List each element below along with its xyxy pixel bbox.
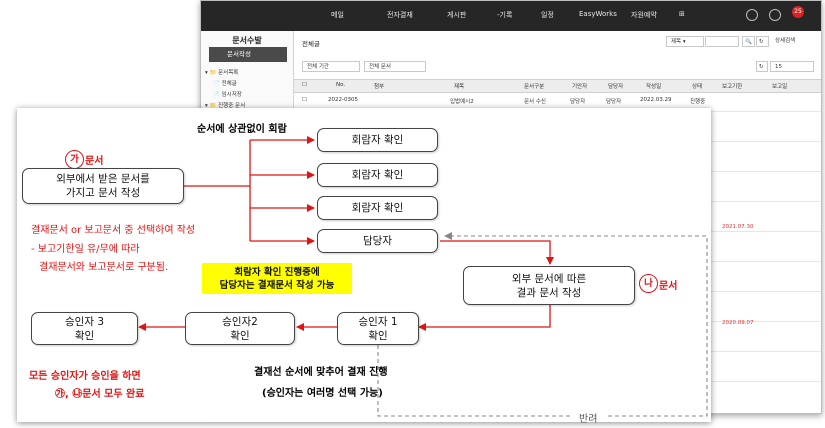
refresh-list-icon[interactable]: ↻ [756,61,768,72]
note-line2: - 보고기한일 유/무에 따라 [31,244,140,255]
circulation-title: 순서에 상관없이 회람 [197,124,287,135]
col-doc-type[interactable]: 문서구분 [524,84,545,90]
reject-label: 반려 [579,414,598,425]
diagram-connectors [138,136,708,422]
reviewer-label: 회람자 확인 [351,169,404,181]
highlight-line1: 회람자 확인 진행중에 [234,266,320,278]
row-doc-type: 문서 수신 [524,99,546,105]
row-checkbox[interactable]: ☐ [302,97,307,103]
notification-badge[interactable]: 25 [792,6,804,18]
manager-label: 담당자 [363,235,392,247]
tree-item-doclist[interactable]: ▾ 📁 문서목록 [205,70,239,76]
reject-return-line [377,232,708,417]
approver-3-title: 승인자 3 [65,315,104,328]
doc-type-filter[interactable]: 전체 문서 [364,61,426,72]
apps-grid-icon[interactable]: ⊞ [679,10,685,18]
arrow [440,240,554,265]
search-input[interactable] [705,36,739,47]
refresh-icon[interactable]: ↻ [756,36,769,47]
detail-search-link[interactable]: 상세검색 [771,36,815,47]
approver-2-title: 승인자2 [222,315,258,328]
user-icon[interactable] [746,9,758,21]
col-manager[interactable]: 담당자 [608,84,624,90]
completion-note-line2: ㉮, ㉯문서 모두 완료 [55,389,145,400]
doc-b-circle: 나 [639,274,658,293]
source-document-box: 외부에서 받은 문서를 가지고 문서 작성 [22,168,184,204]
doc-b-label: 문서 [659,281,678,292]
nav-calendar[interactable]: 일정 [541,11,554,19]
approver-1-title: 승인자 1 [358,315,398,328]
nav-easyworks[interactable]: EasyWorks [579,10,617,18]
approval-order-note: 결재선 순서에 맞추어 결재 진행 [254,367,388,378]
row-drafter: 담당자 [570,99,586,105]
search-icon[interactable]: 🔍 [742,36,755,47]
col-attach[interactable]: 첨부 [374,84,385,90]
manager-box: 담당자 [317,229,438,253]
reviewer-box-3: 회람자 확인 [317,196,438,220]
list-title: 전체글 [302,40,320,48]
compose-document-button[interactable]: 문서작성 [209,47,287,62]
approver-2-sub: 확인 [230,329,250,342]
row-manager: 담당자 [606,99,622,105]
reviewer-label: 회람자 확인 [351,134,404,146]
nav-resource[interactable]: 자원예약 [631,11,657,19]
workflow-diagram: 순서에 상관없이 회람 가 문서 외부에서 받은 문서를 가지고 문서 작성 결… [17,108,711,425]
tree-item-all[interactable]: 📄 전체글 [213,81,237,87]
nav-board[interactable]: 게시판 [447,11,467,19]
table-header: ☐ No. 첨부 제목 문서구분 기안자 담당자 작성일 상태 보고기한 보고일 [294,79,821,93]
select-all-checkbox[interactable]: ☐ [302,82,307,88]
sidebar-title: 문서수발 [232,36,262,45]
col-no[interactable]: No. [336,82,346,88]
result-box-line1: 외부 문서에 따른 [511,272,587,285]
col-subject[interactable]: 제목 [454,84,465,90]
tree-item-in-progress[interactable]: ▾ 📁 진행중 문서 [205,103,246,109]
reviewer-box-1: 회람자 확인 [317,128,438,152]
row-subject[interactable]: 입법예시2 [450,99,474,105]
source-box-line2: 가지고 문서 작성 [65,187,141,199]
result-box-line2: 결과 문서 작성 [516,286,582,299]
reject-label-bg [571,408,607,422]
row-status: 진행중 [690,99,706,105]
nav-approval[interactable]: 전자결재 [387,11,413,19]
col-deadline[interactable]: 보고기한 [722,84,743,90]
note-line3: 결재문서와 보고문서로 구분됨. [39,262,169,273]
nav-record[interactable]: -기록 [497,11,513,19]
col-status[interactable]: 상태 [692,84,703,90]
search-type-select[interactable]: 제목 ▾ [666,36,704,47]
reviewer-label: 회람자 확인 [351,202,404,214]
page-size-select[interactable]: 15 [770,61,814,72]
deadline-date: 2020.09.07 [722,320,754,326]
result-document-box: 외부 문서에 따른 결과 문서 작성 [463,266,635,305]
doc-a-label: 문서 [85,156,104,167]
period-filter[interactable]: 전체 기간 [302,61,360,72]
approval-multi-note: (승인자는 여러명 선택 가능) [262,388,383,399]
completion-note-line1: 모든 승인자가 승인을 하면 [29,371,141,382]
row-date: 2022.03.29 [640,97,672,103]
approver-1-sub: 확인 [368,329,388,342]
col-drafter[interactable]: 기안자 [572,84,588,90]
arrow [418,305,551,331]
row-no: 2022-0305 [328,97,358,103]
highlight-line2: 담당자는 결재문서 작성 가능 [219,279,335,291]
approver-1-box: 승인자 1 확인 [337,312,419,345]
doc-a-circle: 가 [65,150,84,169]
note-line1: 결재문서 or 보고문서 중 선택하여 작성 [31,225,196,236]
reviewer-box-2: 회람자 확인 [317,163,438,187]
highlight-note: 회람자 확인 진행중에 담당자는 결재문서 작성 가능 [202,263,352,294]
tree-item-drafts[interactable]: 📄 임시저장 [213,92,242,98]
col-date[interactable]: 작성일 [646,84,662,90]
approver-3-box: 승인자 3 확인 [31,312,138,345]
col-report-date[interactable]: 보고일 [772,84,788,90]
top-navigation-bar: 메일 전자결재 게시판 -기록 일정 EasyWorks 자원예약 ⊞ 25 [201,1,821,31]
approver-2-box: 승인자2 확인 [185,312,295,345]
approver-3-sub: 확인 [74,329,95,342]
deadline-date: 2021.07.30 [722,224,754,230]
nav-mail[interactable]: 메일 [331,11,344,19]
source-box-line1: 외부에서 받은 문서를 [56,173,150,185]
settings-icon[interactable] [769,9,781,21]
